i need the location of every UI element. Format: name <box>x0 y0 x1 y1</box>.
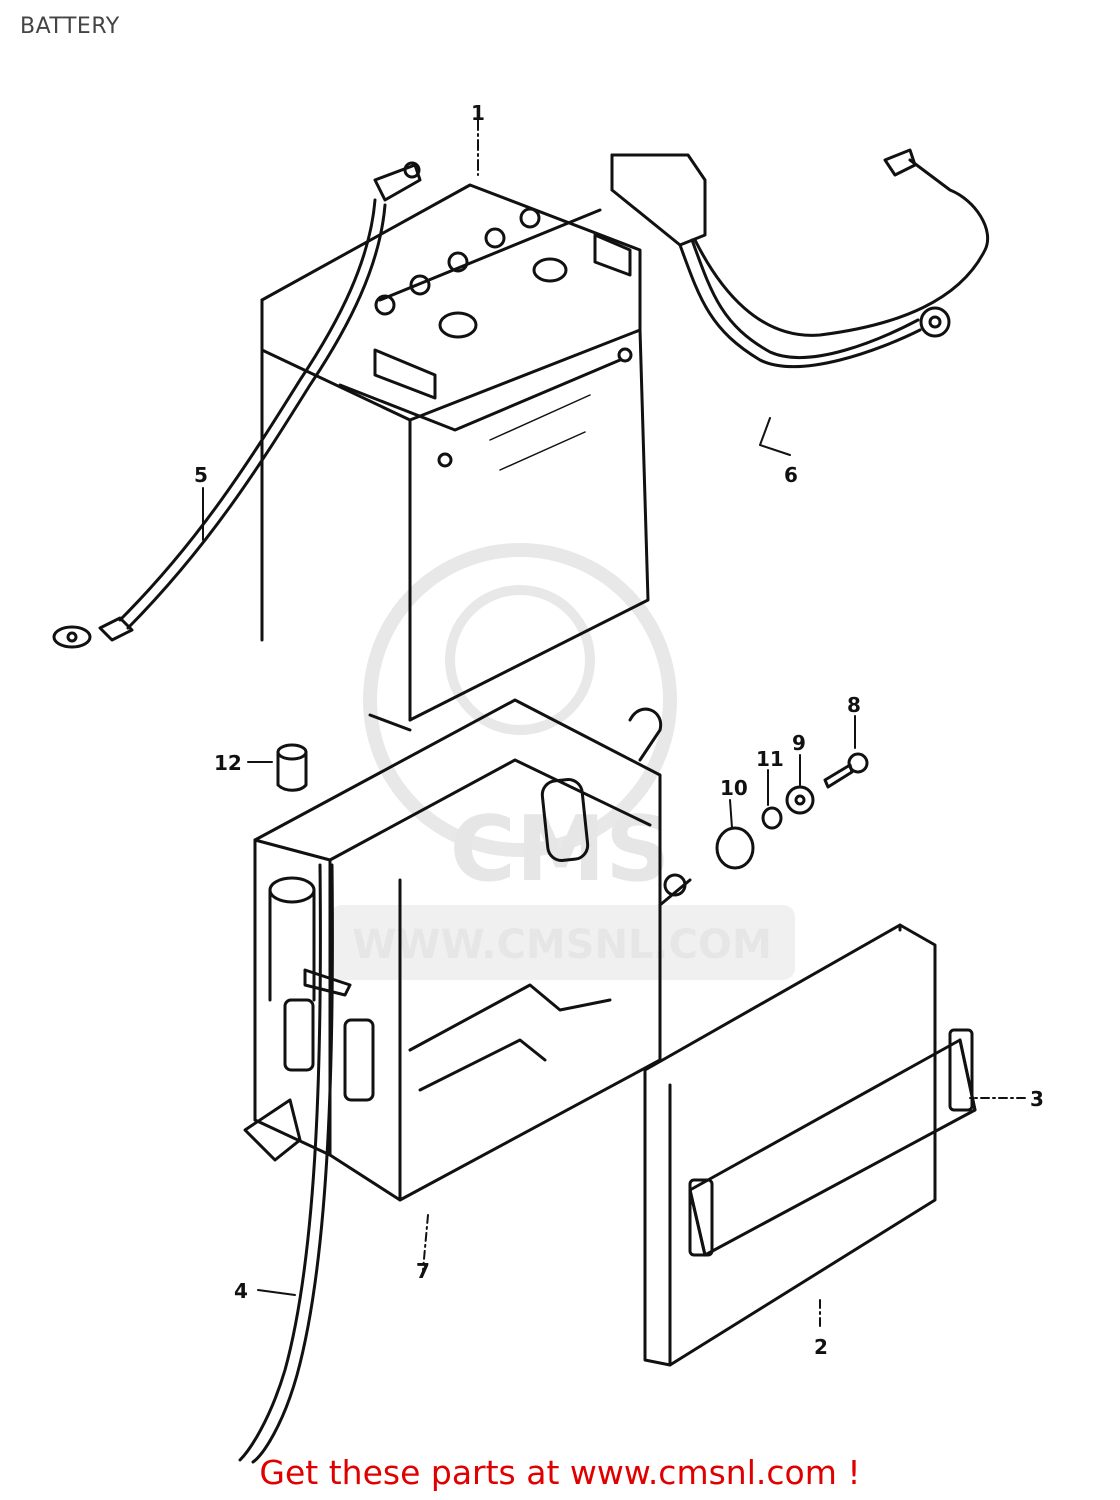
callout-5: 5 <box>194 463 208 487</box>
leader-lines <box>202 119 1026 1331</box>
battery-case <box>243 698 692 1202</box>
cable-5 <box>52 161 422 649</box>
callout-4: 4 <box>234 1279 248 1303</box>
nut-11 <box>761 806 783 830</box>
page-title: BATTERY <box>20 14 120 39</box>
cushion-10 <box>715 826 755 870</box>
watermark-brand: CMS <box>450 797 670 902</box>
bolt-8 <box>823 752 869 789</box>
callout-1: 1 <box>471 101 485 125</box>
callout-12: 12 <box>214 751 242 775</box>
cable-6 <box>610 148 990 369</box>
strap-3 <box>688 1028 977 1257</box>
callout-7: 7 <box>416 1259 430 1283</box>
callout-10: 10 <box>720 776 748 800</box>
cmsnl-promo-link[interactable]: Get these parts at www.cmsnl.com ! <box>259 1453 861 1492</box>
cap-12 <box>276 743 308 792</box>
washer-9 <box>785 785 815 815</box>
callouts: 1 2 3 4 5 6 7 8 9 10 11 12 <box>194 101 1044 1359</box>
callout-11: 11 <box>756 747 784 771</box>
callout-2: 2 <box>814 1335 828 1359</box>
callout-6: 6 <box>784 463 798 487</box>
cover-2 <box>643 923 937 1367</box>
vent-tube-4 <box>238 863 352 1464</box>
callout-8: 8 <box>847 693 861 717</box>
callout-3: 3 <box>1030 1087 1044 1111</box>
callout-9: 9 <box>792 731 806 755</box>
watermark-url: WWW.CMSNL.COM <box>352 922 772 968</box>
watermark: CMS WWW.CMSNL.COM <box>330 543 795 980</box>
